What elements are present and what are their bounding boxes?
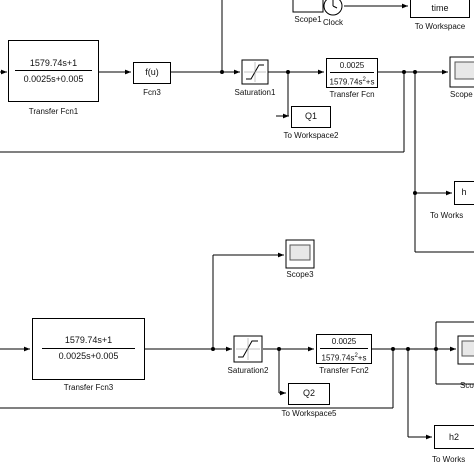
h-workspace-label: To Works [430, 211, 464, 220]
transfer-fcn-label: Transfer Fcn [329, 90, 375, 99]
q2-variable: Q2 [302, 388, 315, 398]
junction-dot [413, 70, 417, 74]
scope-bottom-right-label: Sco [460, 381, 474, 390]
junction-dot [220, 70, 224, 74]
transfer-fcn3-numerator: 1579.74s+1 [64, 335, 113, 345]
fcn3-expression: f(u) [145, 67, 159, 77]
time-workspace-block[interactable] [410, 0, 470, 18]
h2-workspace-block[interactable] [434, 425, 474, 449]
scope-top-right-label: Scope [450, 90, 473, 99]
transfer-fcn2-block[interactable] [316, 334, 372, 364]
transfer-fcn2-label: Transfer Fcn2 [319, 366, 369, 375]
junction-dot [406, 347, 410, 351]
saturation2-label: Saturation2 [227, 366, 269, 375]
q1-variable: Q1 [304, 111, 317, 121]
transfer-fcn1-block[interactable] [8, 40, 99, 102]
junction-dot [277, 347, 281, 351]
transfer-fcn-numerator: 0.0025 [339, 61, 365, 70]
fcn3-block[interactable] [133, 62, 171, 84]
junction-dot [391, 347, 395, 351]
junction-dot [434, 347, 438, 351]
transfer-fcn2-denominator: 1579.74s2+s [321, 353, 367, 363]
clock-label: Clock [322, 18, 343, 27]
fcn3-label: Fcn3 [143, 88, 161, 97]
transfer-fcn-block[interactable] [326, 58, 378, 88]
transfer-fcn3-block[interactable] [32, 318, 145, 380]
clock-icon[interactable] [323, 0, 343, 16]
h-workspace-block[interactable] [454, 181, 474, 205]
q2-block[interactable] [288, 383, 330, 405]
junction-dot [211, 347, 215, 351]
transfer-fcn-denominator: 1579.74s2+s [329, 77, 375, 87]
time-workspace-label: To Workspace [414, 22, 466, 31]
transfer-fcn2-numerator: 0.0025 [331, 337, 357, 346]
transfer-fcn3-denominator: 0.0025s+0.005 [58, 351, 119, 361]
scope3-label: Scope3 [286, 270, 314, 279]
junction-dot [413, 191, 417, 195]
transfer-fcn1-numerator: 1579.74s+1 [29, 58, 78, 68]
h-variable: h [461, 187, 467, 197]
junction-dot [286, 70, 290, 74]
h2-variable: h2 [448, 432, 459, 442]
transfer-fcn1-denominator: 0.0025s+0.005 [23, 74, 84, 84]
saturation1-label: Saturation1 [234, 88, 276, 97]
q2-label: To Workspace5 [281, 409, 337, 418]
h2-workspace-label: To Works [432, 455, 466, 464]
scope1-block[interactable] [292, 0, 324, 13]
time-variable: time [431, 3, 449, 13]
transfer-fcn3-label: Transfer Fcn3 [63, 383, 114, 392]
scope1-label: Scope1 [294, 15, 322, 24]
transfer-fcn1-label: Transfer Fcn1 [28, 107, 79, 116]
q1-label: To Workspace2 [283, 131, 339, 140]
junction-dot [402, 70, 406, 74]
q1-block[interactable] [291, 106, 331, 128]
